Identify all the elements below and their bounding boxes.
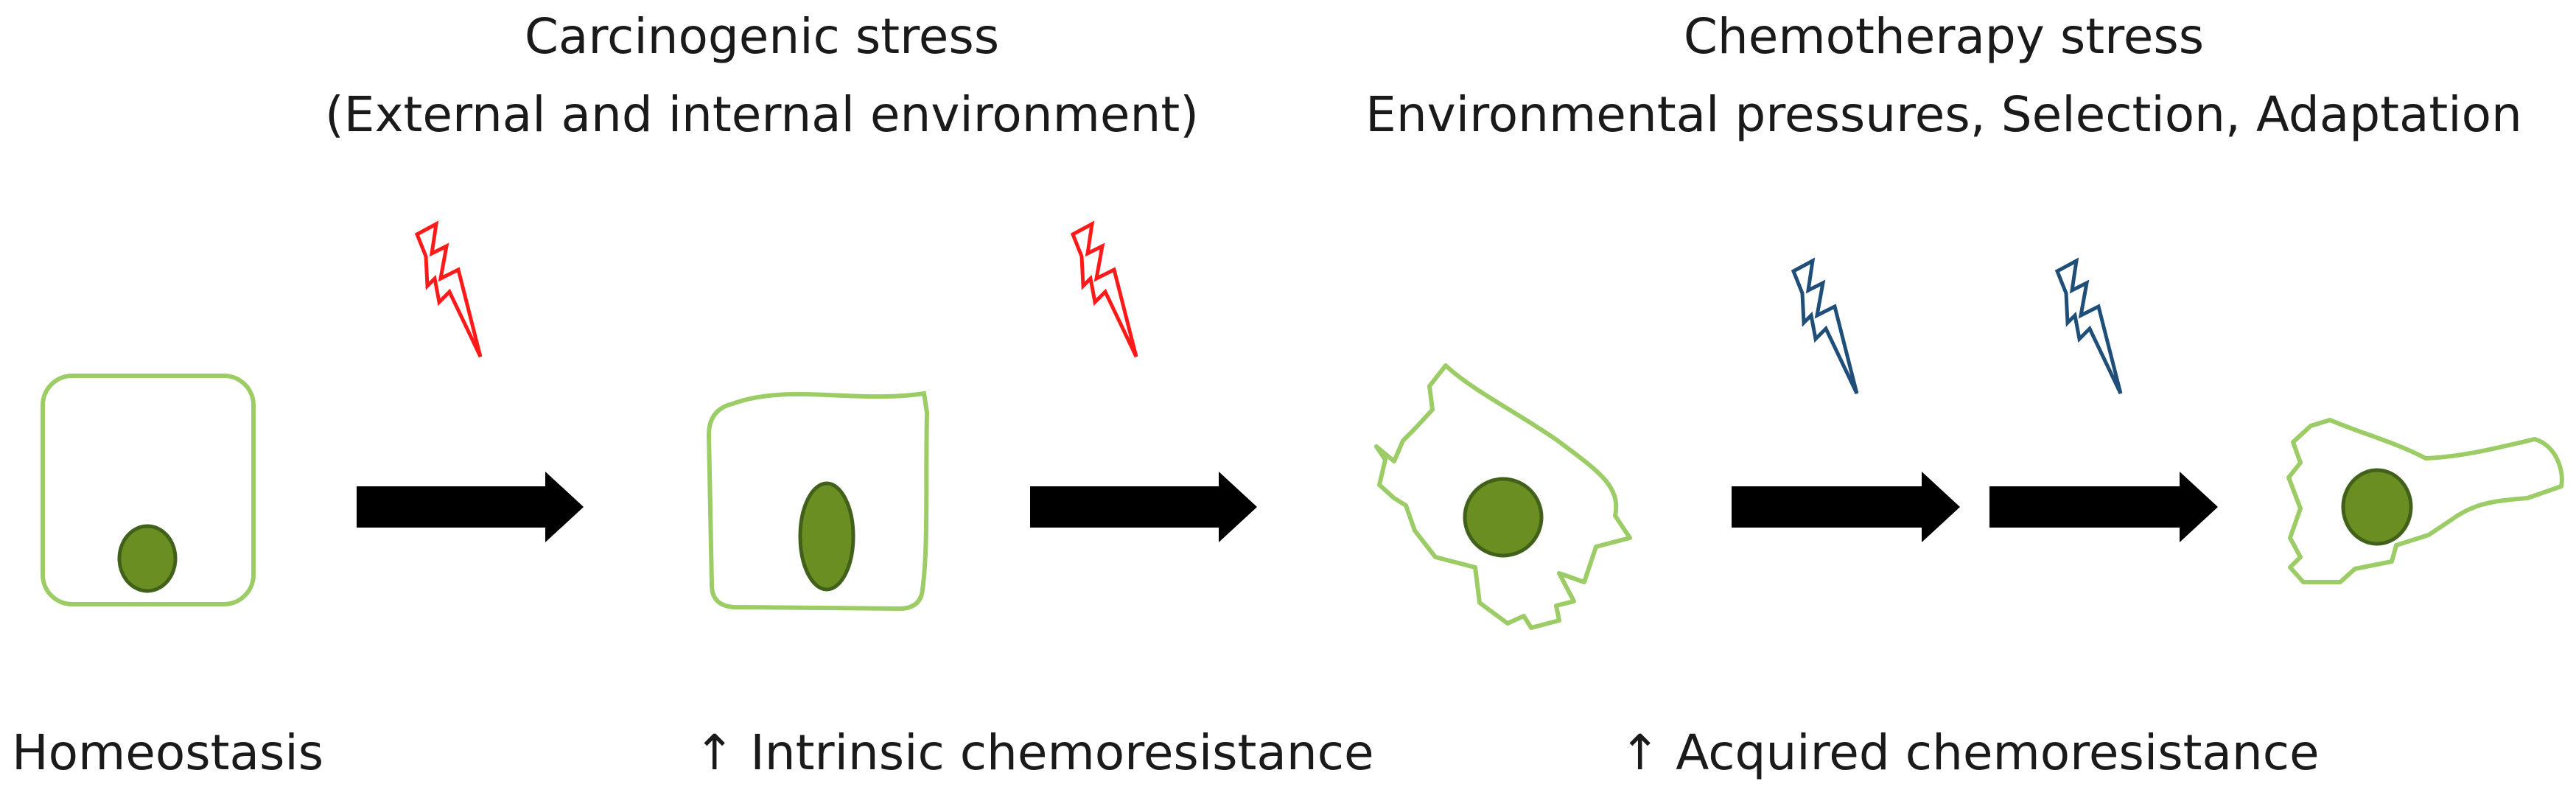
normal-cell-outline xyxy=(41,374,256,606)
carcinogenic-stress-subtitle: (External and internal environment) xyxy=(324,86,1200,143)
acquired-chemoresistance-label: ↑ Acquired chemoresistance xyxy=(1620,724,2320,781)
cancer-cell-outline xyxy=(1374,363,1632,630)
chemo-stress-bolt-2-icon xyxy=(2057,261,2121,393)
carcinogenic-stress-bolt-1-icon xyxy=(417,224,480,357)
carcinogenic-stress-bolt-2-icon xyxy=(1073,224,1136,357)
chemoresistant-cell-outline xyxy=(2286,418,2564,584)
cancer-cell-nucleus xyxy=(1463,477,1544,558)
transformed-cell-nucleus xyxy=(798,481,855,592)
normal-cell-nucleus xyxy=(117,524,178,593)
transformed-cell-outline xyxy=(706,391,930,612)
homeostasis-label: Homeostasis xyxy=(12,724,324,781)
progression-arrow-1-icon xyxy=(357,472,584,542)
chemotherapy-stress-title: Chemotherapy stress xyxy=(1683,8,2205,65)
progression-arrow-4-icon xyxy=(1989,472,2218,542)
progression-arrow-3-icon xyxy=(1732,472,1960,542)
progression-arrow-2-icon xyxy=(1030,472,1257,542)
chemotherapy-stress-subtitle: Environmental pressures, Selection, Adap… xyxy=(1365,86,2522,143)
carcinogenic-stress-title: Carcinogenic stress xyxy=(524,8,1000,65)
chemoresistant-cell-nucleus xyxy=(2341,468,2413,546)
chemo-stress-bolt-1-icon xyxy=(1793,261,1857,393)
intrinsic-chemoresistance-label: ↑ Intrinsic chemoresistance xyxy=(694,724,1374,781)
